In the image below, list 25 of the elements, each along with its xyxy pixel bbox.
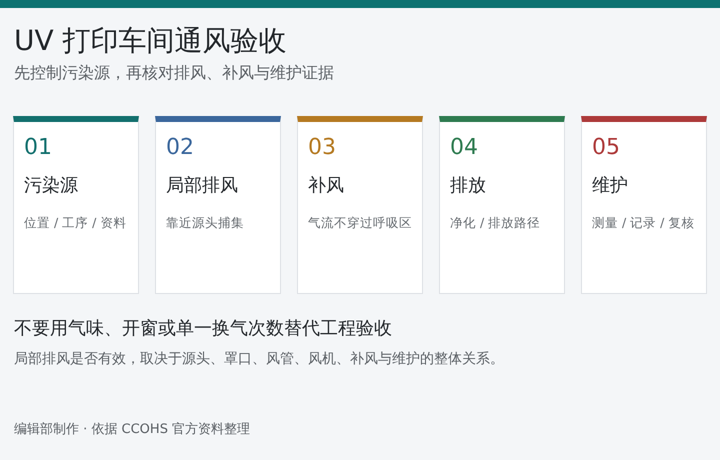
note-heading: 不要用气味、开窗或单一换气次数替代工程验收 (14, 317, 392, 341)
step-number: 02 (166, 134, 195, 162)
step-title: 排放 (450, 174, 487, 198)
source-note: 编辑部制作 · 依据 CCOHS 官方资料整理 (14, 421, 250, 439)
step-card (439, 116, 565, 294)
step-title: 污染源 (24, 174, 79, 198)
step-description: 净化 / 排放路径 (450, 214, 542, 232)
step-number: 04 (450, 134, 479, 162)
step-title: 维护 (592, 174, 629, 198)
step-card (13, 116, 139, 294)
page-title: UV 打印车间通风验收 (14, 23, 287, 59)
step-number: 05 (592, 134, 621, 162)
step-card (581, 116, 707, 294)
subtitle: 先控制污染源，再核对排风、补风与维护证据 (14, 62, 334, 84)
step-number: 03 (308, 134, 337, 162)
step-card (155, 116, 281, 294)
step-card (297, 116, 423, 294)
step-description: 靠近源头捕集 (166, 214, 245, 232)
step-description: 测量 / 记录 / 复核 (592, 214, 696, 232)
step-description: 位置 / 工序 / 资料 (24, 214, 128, 232)
step-number: 01 (24, 134, 53, 162)
step-title: 补风 (308, 174, 345, 198)
step-title: 局部排风 (166, 174, 239, 198)
note-text: 局部排风是否有效，取决于源头、罩口、风管、风机、补风与维护的整体关系。 (14, 350, 504, 369)
step-description: 气流不穿过呼吸区 (308, 214, 412, 232)
